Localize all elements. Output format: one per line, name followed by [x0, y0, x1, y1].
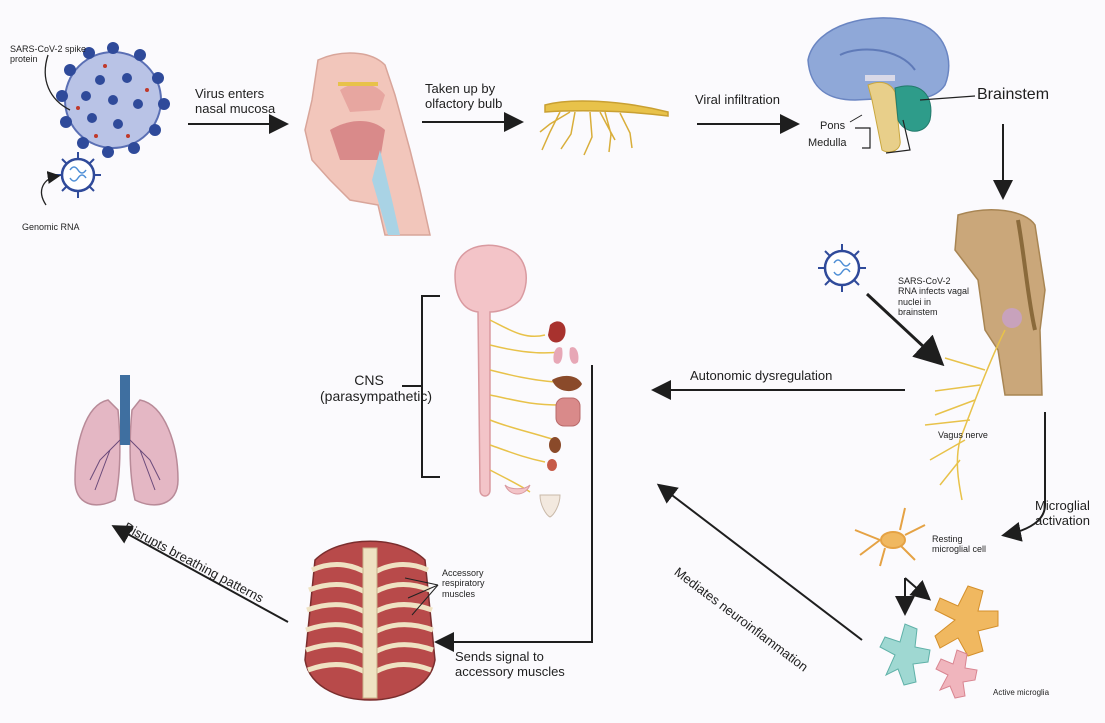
active-microglia-icon [880, 586, 998, 698]
sends-signal-label: Sends signal to accessory muscles [455, 650, 575, 680]
rna-infects-label: SARS-CoV-2 RNA infects vagal nuclei in b… [898, 276, 970, 317]
vagus-nerve-label: Vagus nerve [938, 430, 998, 440]
nasal-cavity-head-illustration [305, 53, 430, 235]
active-microglia-label: Active microglia [993, 688, 1073, 697]
genomic-rna-virus-icon [55, 152, 101, 198]
virus-enters-label: Virus enters nasal mucosa [195, 87, 285, 117]
spike-protein-label: SARS-CoV-2 spike protein [10, 44, 110, 65]
genomic-rna-label: Genomic RNA [22, 222, 92, 232]
pons-label: Pons [820, 120, 860, 133]
brainstem-label: Brainstem [977, 86, 1077, 104]
accessory-muscles-label: Accessory respiratory muscles [442, 568, 512, 599]
rib-cage-accessory-muscles-illustration [305, 541, 435, 700]
resting-microglial-cell-icon [855, 508, 925, 566]
medulla-label: Medulla [808, 137, 854, 150]
lungs-illustration [75, 375, 178, 505]
viral-infiltration-label: Viral infiltration [695, 93, 805, 108]
taken-up-label: Taken up by olfactory bulb [425, 82, 515, 112]
autonomic-dysregulation-label: Autonomic dysregulation [690, 369, 870, 384]
cns-label: CNS (parasympathetic) [320, 372, 418, 404]
olfactory-bulb-illustration [540, 101, 668, 155]
sars-cov-2-rna-icon [818, 244, 866, 292]
microglial-activation-label: Microglial activation [1035, 499, 1103, 529]
vagus-nerve-illustration [925, 330, 1005, 500]
cns-parasympathetic-illustration [455, 245, 582, 517]
resting-microglia-label: Resting microglial cell [932, 534, 1002, 555]
